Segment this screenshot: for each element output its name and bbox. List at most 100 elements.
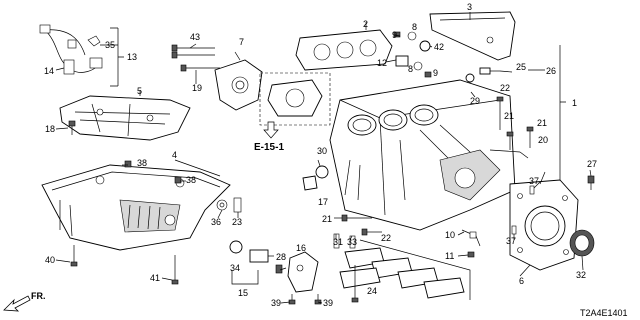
leader-4 [174,159,221,177]
bolt-21b [526,126,534,148]
callout-42: 42 [434,42,444,52]
oil-pan [41,164,231,251]
part-42 [419,40,431,52]
bearing-caps-24 [339,247,465,299]
callout-26: 26 [546,66,556,76]
callout-20: 20 [538,135,548,145]
callout-33: 33 [347,237,357,247]
callout-13: 13 [127,52,137,62]
bracket-1 [559,45,566,200]
diagram-code: T2A4E1401 [580,308,628,318]
callout-4: 4 [172,150,177,160]
callout-36: 36 [211,217,221,227]
callout-30: 30 [317,146,327,156]
plug-30 [315,165,329,179]
bolt-8b [413,61,423,71]
dowel-33 [349,235,356,249]
callout-25: 25 [516,62,526,72]
front-direction-arrow [3,295,31,312]
callout-43: 43 [190,32,200,42]
callout-labels: 1 2 3 4 5 6 7 8 8 9 9 10 11 12 13 14 15 … [44,2,597,308]
callout-38a: 38 [137,158,147,168]
callout-7: 7 [239,37,244,47]
bolt-18 [68,120,76,135]
dowel-37b [511,225,517,235]
leader-lines [55,34,592,304]
bolt-21a [506,131,514,150]
callout-10: 10 [445,230,455,240]
plug-38a [124,160,132,168]
callout-37a: 37 [529,176,539,186]
callout-39a: 39 [271,298,281,308]
wire-harness [39,24,103,75]
seal-housing-6 [509,179,579,271]
callout-6: 6 [519,276,524,286]
callout-14: 14 [44,66,54,76]
callout-34: 34 [230,263,240,273]
callout-5: 5 [137,86,142,96]
arrow-to-ref [263,121,279,139]
callout-31: 31 [333,237,343,247]
bolt-22a [496,96,504,130]
bolt-41 [171,255,179,285]
callout-21c: 21 [322,214,332,224]
callout-3: 3 [467,2,472,12]
bolt-28 [275,264,283,274]
washer-36 [216,199,228,211]
bolt-9a [393,31,401,38]
callout-38b: 38 [186,175,196,185]
sensor-25 [479,67,500,75]
engine-bracket-7 [214,59,263,111]
callout-19: 19 [192,83,202,93]
callout-21a: 21 [504,111,514,121]
callout-32: 32 [576,270,586,280]
callout-39b: 39 [323,298,333,308]
bolt-24 [351,265,359,303]
plug-38b [174,176,182,184]
bolt-11 [467,251,475,258]
caps-outline [359,239,471,300]
callout-22b: 22 [381,233,391,243]
bolt-27 [587,175,595,190]
callout-11: 11 [445,251,454,261]
cylinder-block [329,79,516,231]
leader-7 [234,51,241,61]
callout-22a: 22 [500,83,510,93]
callout-27: 27 [587,159,597,169]
water-pump-box [259,72,331,126]
callout-8a: 8 [412,22,417,32]
callout-37b: 37 [506,236,516,246]
oil-seal-32 [569,229,595,257]
callout-12: 12 [377,58,387,68]
callout-18: 18 [45,124,55,134]
bolt-9b [424,71,432,78]
callout-17: 17 [318,197,328,207]
callout-41: 41 [150,273,160,283]
reference-label: E-15-1 [254,142,284,153]
baffle-plate [59,95,191,141]
callout-1: 1 [572,98,577,108]
bracket-16 [287,251,319,293]
rail-3 [429,11,516,61]
callout-29: 29 [470,96,480,106]
bolt-20 [489,149,529,159]
bolt-8a [407,31,417,41]
cylinder-cover-2 [295,29,393,71]
dowel-31 [333,233,340,249]
callout-23: 23 [232,217,242,227]
bolt-23 [233,197,242,213]
bolt-40 [70,245,78,267]
callout-8b: 8 [408,64,413,74]
bolt-39a [288,294,296,305]
bolt-43 [171,44,215,59]
callout-2: 2 [363,19,368,29]
direction-label: FR. [31,291,46,301]
plug-17 [302,175,318,191]
callout-21b: 21 [537,118,547,128]
callout-9b: 9 [433,68,438,78]
bracket-15 [231,270,259,285]
part-12 [395,55,409,67]
bolt-19 [180,64,220,72]
callout-24: 24 [367,286,377,296]
callout-40: 40 [45,255,55,265]
